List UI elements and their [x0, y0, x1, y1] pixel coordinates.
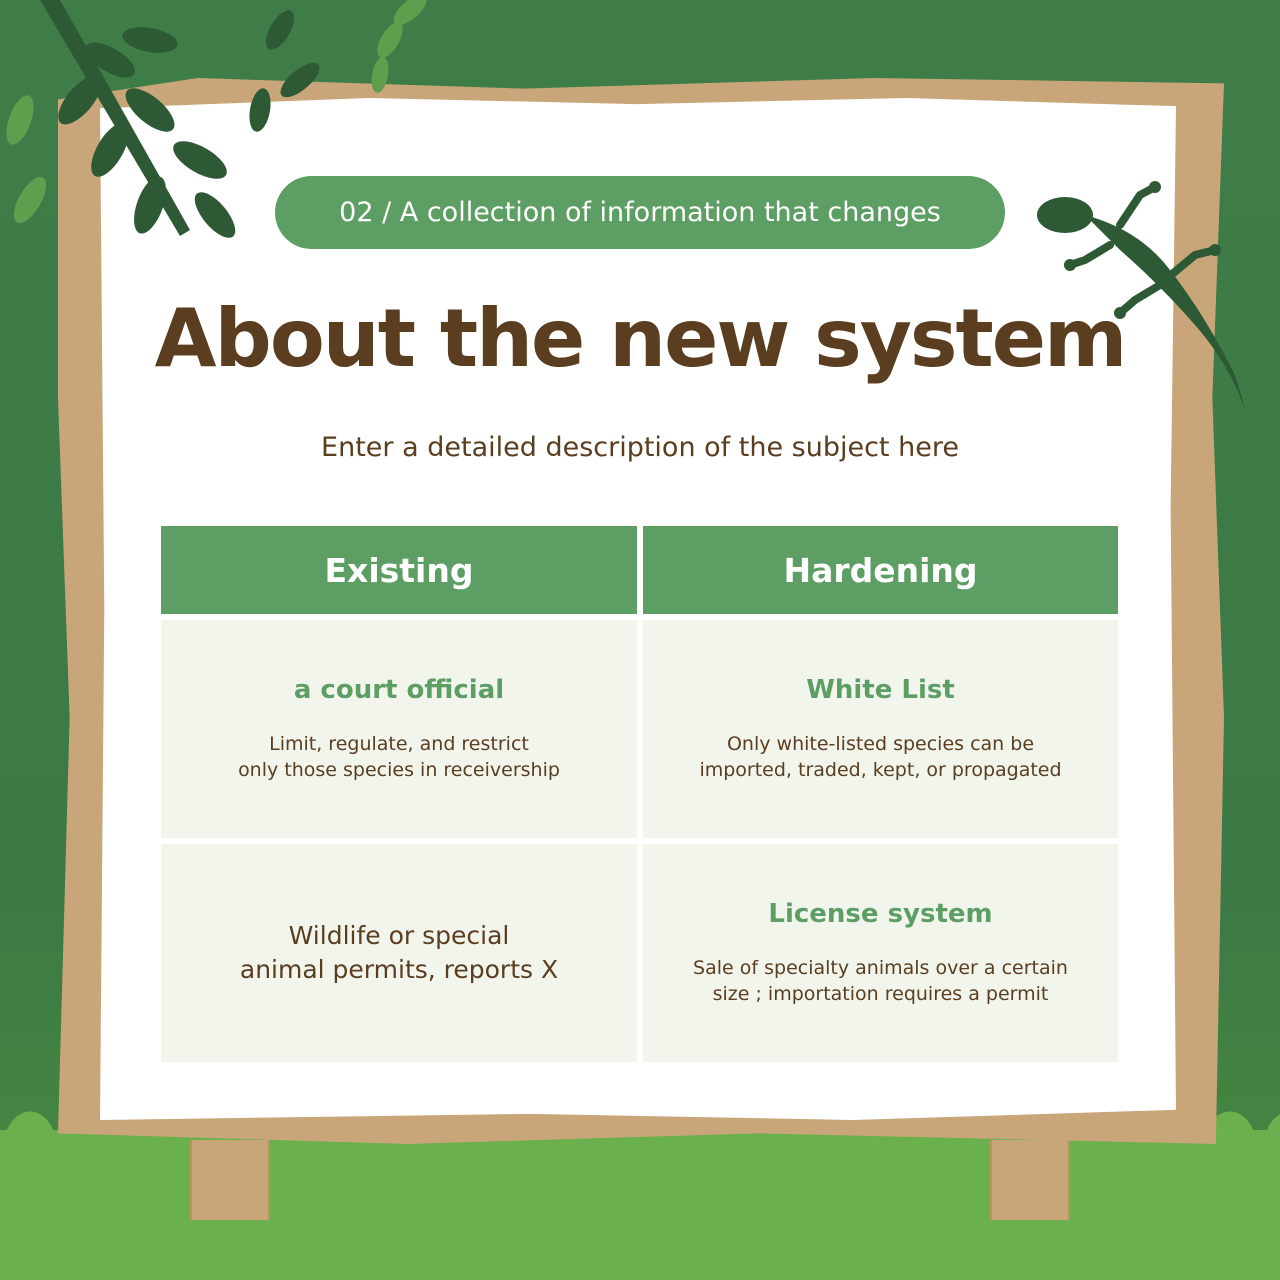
subtitle-wrap: Enter a detailed description of the subj… [0, 430, 1280, 465]
sign-post-left [190, 1140, 270, 1220]
table-cell: License system Sale of specialty animals… [643, 844, 1118, 1062]
cell-description: Sale of specialty animals over a certain… [693, 957, 1068, 1005]
cell-description: Limit, regulate, and restrict only those… [238, 733, 560, 781]
section-badge: 02 / A collection of information that ch… [275, 176, 1005, 249]
column-header-existing: Existing [161, 526, 637, 614]
page-title: About the new system [154, 292, 1128, 385]
cell-description: Only white-listed species can be importe… [699, 733, 1062, 781]
table-cell: White List Only white-listed species can… [643, 620, 1118, 838]
leaves-icon [6, 0, 427, 238]
gecko-icon [1037, 181, 1245, 410]
cell-title: License system [768, 899, 993, 929]
cell-title: White List [806, 675, 955, 705]
sign-post-right [990, 1140, 1070, 1220]
cell-text: Wildlife or special animal permits, repo… [239, 921, 559, 984]
column-header-hardening: Hardening [643, 526, 1118, 614]
table-cell: a court official Limit, regulate, and re… [161, 620, 637, 838]
cell-title: a court official [293, 675, 505, 705]
subtitle: Enter a detailed description of the subj… [297, 430, 983, 465]
table-cell: Wildlife or special animal permits, repo… [161, 844, 637, 1062]
